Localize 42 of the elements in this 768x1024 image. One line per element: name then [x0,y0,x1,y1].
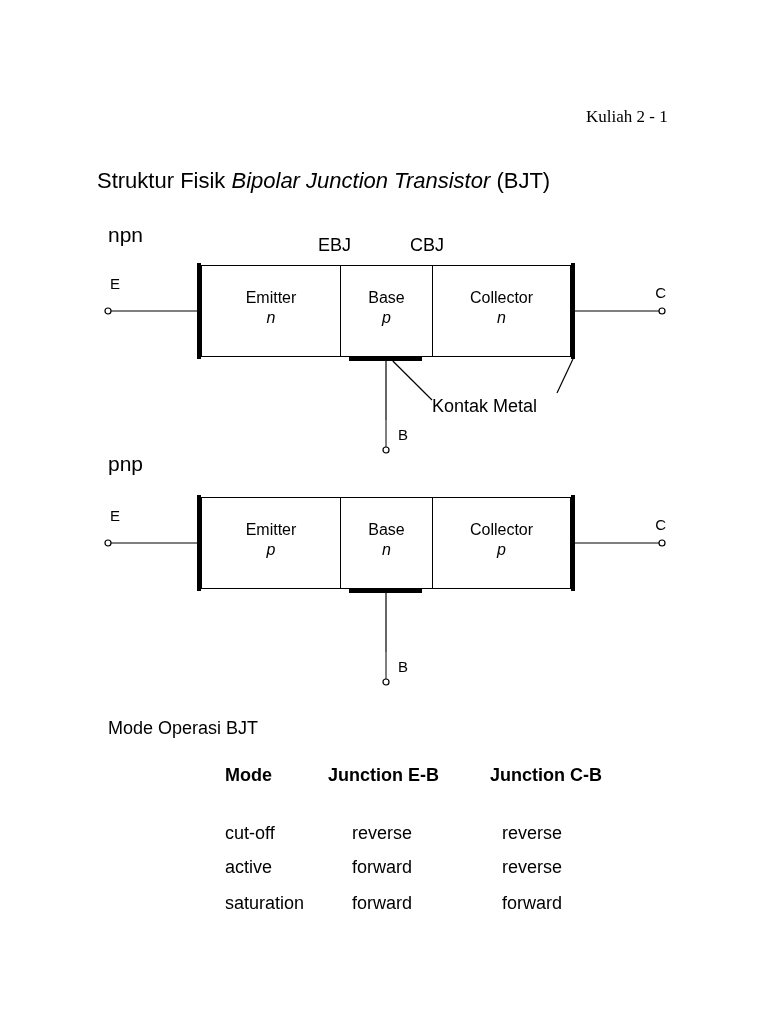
type-label: pnp [108,453,144,475]
table-cell: forward [352,856,413,878]
wire [121,542,198,544]
terminal: C [646,284,668,315]
terminal: B [380,420,414,454]
table-header: Junction E-B [328,764,439,786]
semiconductor-region: Collector n [432,265,571,357]
callout-label: Kontak Metal [432,393,568,419]
junction-label: EBJ [318,234,351,256]
terminal: E [102,275,122,315]
junction-label: CBJ [410,234,444,256]
table-header: Junction C-B [490,764,602,786]
table-cell: reverse [502,822,563,844]
metal-contact [197,495,201,591]
page-number: Kuliah 2 - 1 [586,106,668,128]
wire [385,360,387,421]
leader-line [556,358,574,394]
metal-contact [197,263,201,359]
table-header: Mode [225,764,272,786]
terminal: C [646,516,668,547]
wire [574,310,647,312]
type-label: npn [108,224,144,246]
table-cell: forward [502,892,563,914]
semiconductor-region: Collector p [432,497,571,589]
table-cell: active [225,856,273,878]
section-heading: Mode Operasi BJT [108,717,259,739]
metal-contact [349,589,422,593]
table-cell: saturation [225,892,305,914]
terminal: E [102,507,122,547]
table-cell: cut-off [225,822,275,844]
wire [385,592,387,653]
terminal: B [380,652,414,686]
leader-line [392,360,433,401]
title: Struktur Fisik Bipolar Junction Transistor (BJT) [97,167,551,195]
metal-contact [571,495,575,591]
wire [121,310,198,312]
table-cell: reverse [352,822,413,844]
wire [574,542,647,544]
table-cell: reverse [502,856,563,878]
metal-contact [349,357,422,361]
metal-contact [571,263,575,359]
table-cell: forward [352,892,413,914]
